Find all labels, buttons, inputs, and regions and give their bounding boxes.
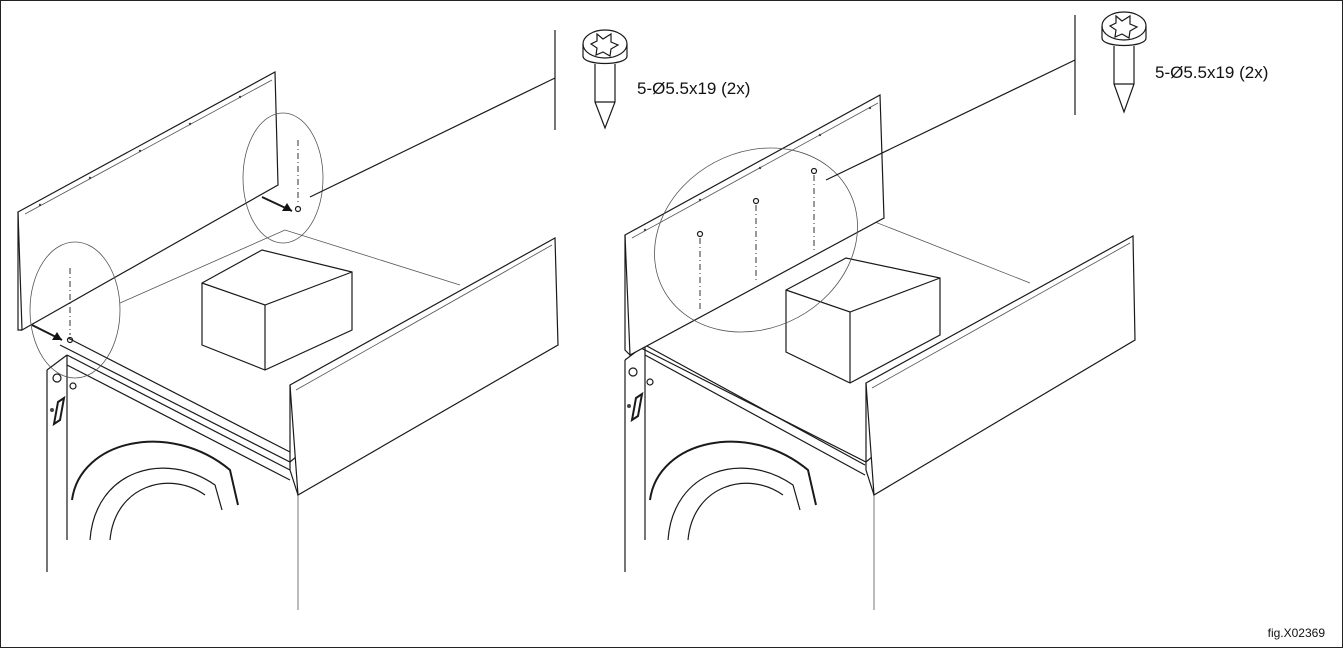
right-panel: 5-Ø5.5x19 (2x)	[624, 11, 1268, 610]
screw-icon	[1101, 11, 1147, 114]
screw-icon	[582, 29, 628, 130]
right-screw-label: 5-Ø5.5x19 (2x)	[1155, 63, 1268, 82]
right-side-panel	[865, 234, 1136, 497]
left-screw-label: 5-Ø5.5x19 (2x)	[637, 79, 750, 98]
left-panel: 5-Ø5.5x19 (2x)	[17, 29, 750, 610]
left-back-panel	[17, 71, 279, 332]
right-machine-body	[624, 344, 875, 610]
left-side-panel	[289, 236, 559, 496]
left-detail-callouts	[29, 30, 556, 379]
figure-id: fig.X02369	[1268, 626, 1326, 640]
right-detail-callouts	[654, 15, 1076, 333]
left-inner-box	[201, 249, 353, 371]
left-machine-body	[46, 354, 299, 610]
right-inner-box	[785, 257, 941, 384]
